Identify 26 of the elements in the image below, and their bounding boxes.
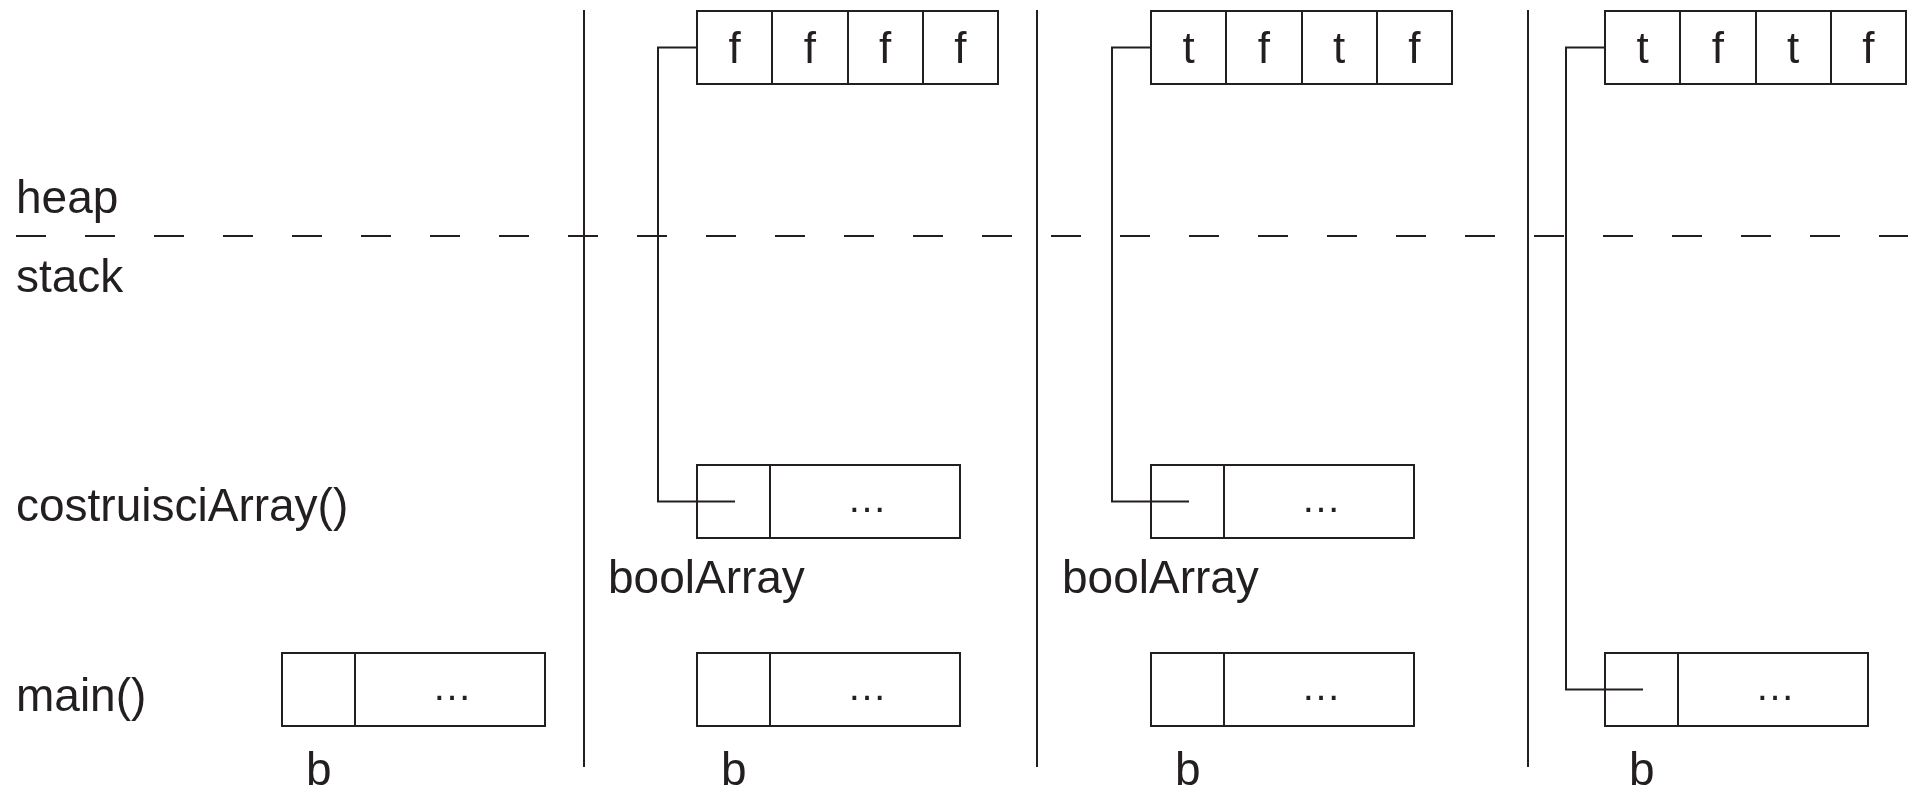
section-label: stack <box>16 253 124 299</box>
array-value: f <box>803 25 816 70</box>
array-value: t <box>1636 25 1649 70</box>
variable-name: b <box>1175 746 1201 787</box>
array-value: f <box>728 25 741 70</box>
array-value: f <box>954 25 967 70</box>
array-value: f <box>879 25 892 70</box>
ellipsis: … <box>432 665 474 706</box>
ellipsis: … <box>1301 665 1343 706</box>
ellipsis: … <box>1755 665 1797 706</box>
ellipsis: … <box>847 665 889 706</box>
array-value: t <box>1333 25 1346 70</box>
variable-name: b <box>306 746 332 787</box>
heap-array <box>1150 10 1453 85</box>
heap-array <box>696 10 999 85</box>
array-value: f <box>1862 25 1875 70</box>
heap-array <box>1604 10 1907 85</box>
array-value: t <box>1787 25 1800 70</box>
ellipsis: … <box>847 477 889 518</box>
ellipsis: … <box>1301 477 1343 518</box>
array-value: f <box>1257 25 1270 70</box>
array-value: f <box>1408 25 1421 70</box>
array-value: f <box>1711 25 1724 70</box>
array-value: t <box>1182 25 1195 70</box>
variable-name: b <box>1629 746 1655 787</box>
variable-name: b <box>721 746 747 787</box>
